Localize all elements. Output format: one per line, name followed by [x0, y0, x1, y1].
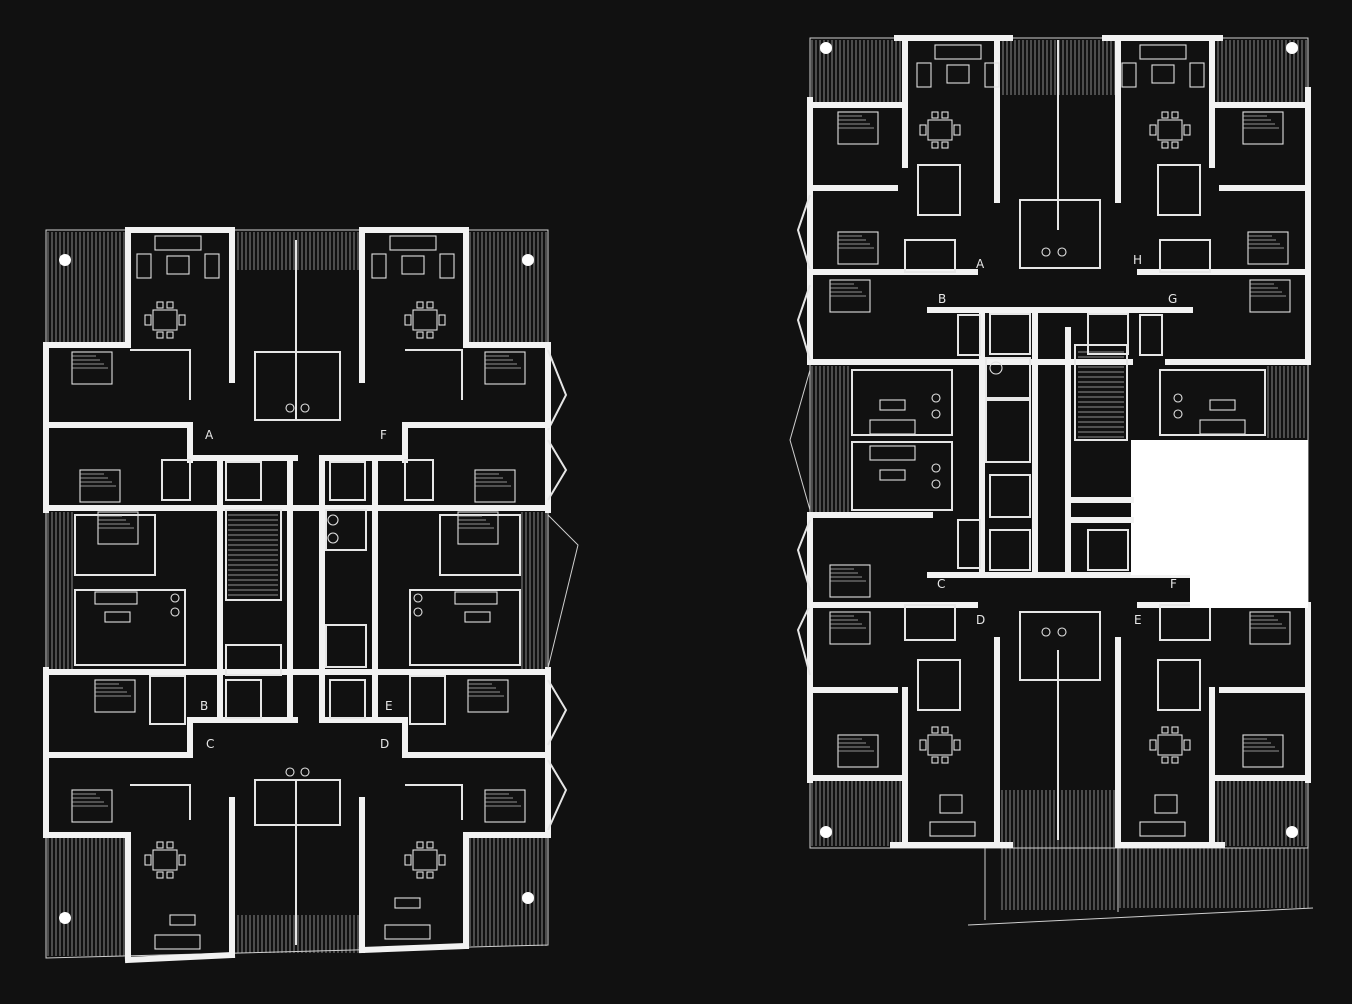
- unit-label-b-right: B: [938, 292, 946, 306]
- right-floor-plan: A H B G C F D E: [789, 35, 1314, 926]
- unit-label-e-right: E: [1134, 613, 1142, 627]
- unit-label-a-right: A: [976, 257, 985, 271]
- unit-label-b-left: B: [200, 699, 208, 713]
- unit-label-d-right: D: [976, 613, 985, 627]
- unit-label-e-left: E: [385, 699, 393, 713]
- unit-label-f-right: F: [1170, 577, 1177, 591]
- left-floor-plan: A F B E C D: [43, 227, 579, 964]
- unit-label-c-left: C: [206, 737, 214, 751]
- left-balcony-hatching: [47, 232, 547, 956]
- unit-label-a-left: A: [205, 428, 214, 442]
- unit-label-d-left: D: [380, 737, 389, 751]
- unit-label-f-left: F: [380, 428, 387, 442]
- unit-label-g-right: G: [1168, 292, 1177, 306]
- left-furniture: [71, 235, 526, 950]
- unit-label-c-right: C: [937, 577, 945, 591]
- right-furniture: [829, 44, 1291, 837]
- unit-label-h-right: H: [1133, 253, 1142, 267]
